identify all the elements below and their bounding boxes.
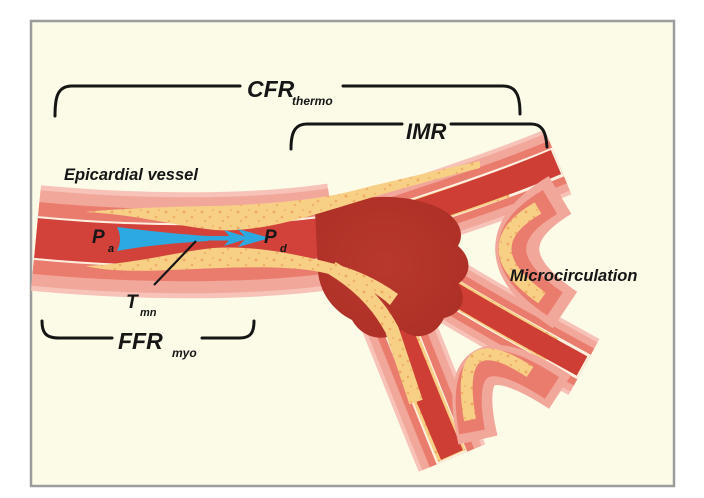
epicardial-vessel-label: Epicardial vessel — [64, 166, 198, 184]
ffr-label: FFR — [118, 328, 163, 354]
plaque-wedge-lower — [460, 348, 534, 422]
pd-label-subscript: d — [280, 243, 287, 255]
microcirculation-label: Microcirculation — [510, 267, 637, 285]
pa-label-subscript: a — [108, 243, 114, 255]
plaque-wedge-upper — [498, 202, 546, 304]
ffr-bracket-right — [200, 319, 256, 340]
pa-label: P — [92, 227, 105, 248]
tmn-label-subscript: mn — [140, 307, 157, 319]
ffr-label-subscript: myo — [172, 346, 197, 360]
pressure-wire-icon — [117, 227, 270, 251]
measurement-brackets — [40, 84, 549, 340]
bifurcation-wedges — [328, 176, 578, 445]
plaque-pool-bottom — [328, 261, 423, 405]
imr-bracket-left — [289, 122, 404, 151]
vessel-trunk — [31, 183, 343, 299]
tmn-label: T — [126, 292, 139, 313]
lumen-pool — [315, 196, 469, 338]
cfr-label: CFR — [247, 76, 295, 102]
vessel-artwork — [31, 129, 600, 472]
ffr-bracket-left — [40, 319, 114, 340]
imr-label: IMR — [406, 119, 446, 144]
imr-bracket-right — [449, 122, 549, 149]
cfr-bracket-left — [53, 84, 242, 118]
plaque-stenosis-top — [86, 161, 480, 231]
cfr-bracket-right — [341, 84, 522, 116]
pd-label: P — [264, 227, 277, 248]
plaque-stenosis-bottom — [86, 247, 398, 305]
tmn-pointer-line — [153, 240, 197, 286]
cfr-label-subscript: thermo — [292, 94, 333, 108]
